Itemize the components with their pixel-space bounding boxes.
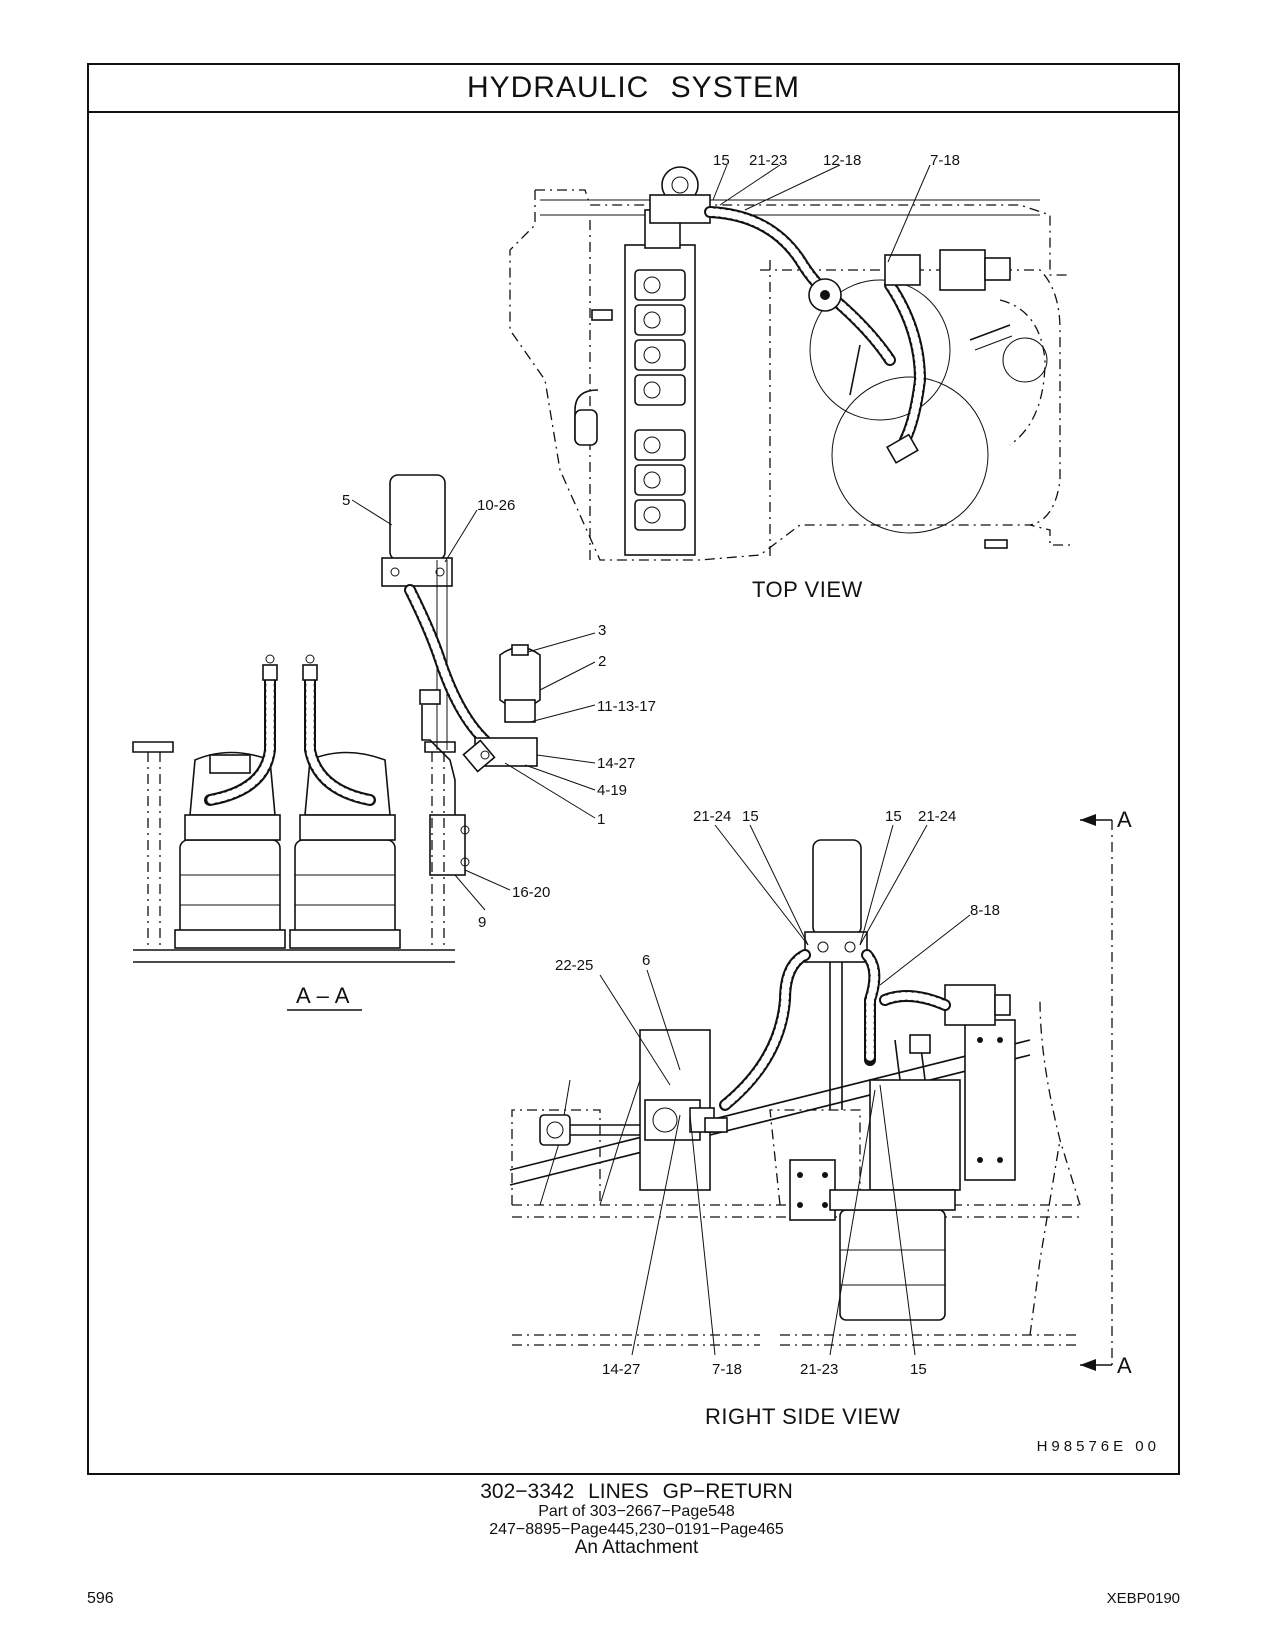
section-marker-bottom: A [1117, 1353, 1132, 1378]
caption-pages: 247−8895−Page445,230−0191−Page465 [489, 1520, 784, 1538]
drawing-frame: HYDRAULIC SYSTEM H98576E 00 [87, 63, 1180, 1475]
callout-rs-15-bottom: 15 [910, 1361, 927, 1378]
callout-10-26: 10-26 [477, 497, 515, 514]
callout-11-13-17: 11-13-17 [597, 698, 656, 715]
drawing-id: H98576E 00 [1036, 1438, 1160, 1455]
callout-9: 9 [478, 914, 486, 931]
top-view-drawing [509, 166, 1075, 561]
callout-5: 5 [342, 492, 350, 509]
top-view-label: TOP VIEW [752, 577, 863, 602]
callout-3: 3 [598, 622, 606, 639]
right-side-leaders [599, 824, 971, 1356]
callout-16-20: 16-20 [512, 884, 550, 901]
right-side-view-drawing [509, 839, 1081, 1346]
callout-rs-15-right: 15 [885, 808, 902, 825]
filter-assembly [381, 474, 541, 876]
page-number: 596 [87, 1590, 114, 1607]
caption-title: 302−3342 LINES GP−RETURN [480, 1480, 793, 1503]
hydraulic-diagram: TOP VIEW 15 21-23 12-18 7-18 [132, 152, 1132, 1429]
callout-2: 2 [598, 653, 606, 670]
callout-rs-21-24-right: 21-24 [918, 808, 956, 825]
callout-rs-21-23: 21-23 [800, 1361, 838, 1378]
callout-top-12-18: 12-18 [823, 152, 861, 169]
callout-rs-7-18: 7-18 [712, 1361, 742, 1378]
callout-top-7-18: 7-18 [930, 152, 960, 169]
caption-part-of: Part of 303−2667−Page548 [538, 1503, 735, 1521]
callout-4-19: 4-19 [597, 782, 627, 799]
callout-14-27: 14-27 [597, 755, 635, 772]
section-marker-top: A [1117, 807, 1132, 832]
section-a-a-drawing [132, 654, 456, 963]
center-leaders [351, 499, 596, 911]
callout-rs-8-18: 8-18 [970, 902, 1000, 919]
callout-rs-22-25: 22-25 [555, 957, 593, 974]
callout-rs-6: 6 [642, 952, 650, 969]
callout-1: 1 [597, 811, 605, 828]
doc-code: XEBP0190 [1106, 1590, 1180, 1607]
callout-top-21-23: 21-23 [749, 152, 787, 169]
valve-sections [634, 269, 686, 531]
callout-rs-21-24-left: 21-24 [693, 808, 731, 825]
title-bar: HYDRAULIC SYSTEM [89, 65, 1178, 113]
right-side-view-label: RIGHT SIDE VIEW [705, 1404, 900, 1429]
page-title: HYDRAULIC SYSTEM [466, 71, 801, 104]
section-a-a-label: A – A [296, 983, 350, 1008]
caption-attachment: An Attachment [574, 1537, 699, 1559]
top-view-leaders [712, 164, 931, 263]
callout-rs-14-27: 14-27 [602, 1361, 640, 1378]
callout-rs-15-left: 15 [742, 808, 759, 825]
caption-block: 302−3342 LINES GP−RETURN Part of 303−266… [0, 1480, 1273, 1559]
section-cut-line [1080, 814, 1113, 1371]
callout-top-15: 15 [713, 152, 730, 169]
